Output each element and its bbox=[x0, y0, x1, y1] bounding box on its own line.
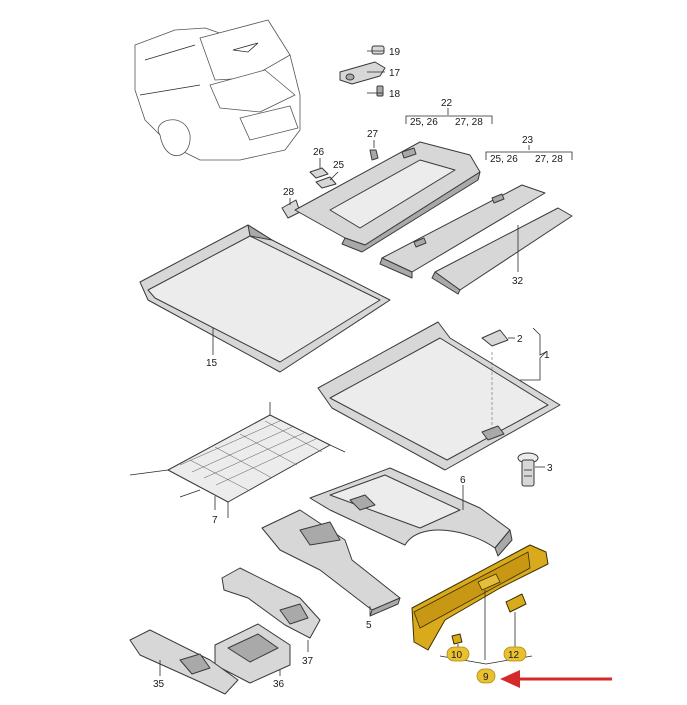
callout-36: 36 bbox=[273, 679, 285, 690]
luggage-net-7 bbox=[129, 402, 346, 518]
callout-23: 23 bbox=[522, 135, 534, 146]
shelf-strip-23 bbox=[379, 184, 546, 279]
bolt-3 bbox=[517, 452, 539, 487]
floor-cover-1 bbox=[317, 321, 561, 471]
callout-3: 3 bbox=[547, 463, 553, 474]
callout-2: 2 bbox=[517, 334, 523, 345]
callout-22-refs-a: 25, 26 bbox=[410, 117, 438, 128]
hook-assembly bbox=[339, 45, 386, 97]
callout-7: 7 bbox=[212, 515, 218, 526]
callout-6: 6 bbox=[460, 475, 466, 486]
callout-28: 28 bbox=[283, 187, 295, 198]
callout-35: 35 bbox=[153, 679, 165, 690]
floor-mat-15 bbox=[139, 224, 391, 373]
trunk-trim-9-highlighted bbox=[411, 544, 549, 651]
callout-25: 25 bbox=[333, 160, 345, 171]
callout-12-badge bbox=[503, 646, 527, 662]
pointer-arrow bbox=[500, 670, 612, 688]
callout-19: 19 bbox=[389, 47, 401, 58]
callout-37: 37 bbox=[302, 656, 314, 667]
callout-10: 10 bbox=[451, 650, 463, 661]
parcel-shelf-22 bbox=[294, 141, 481, 253]
callout-9: 9 bbox=[483, 672, 489, 683]
callout-9-badge bbox=[476, 668, 496, 684]
callout-labels: 19 17 18 22 25, 26 27, 28 27 23 25, 26 2… bbox=[153, 47, 563, 690]
callout-23-refs-b: 27, 28 bbox=[535, 154, 563, 165]
vehicle-illustration bbox=[134, 19, 301, 161]
callout-27: 27 bbox=[367, 129, 379, 140]
storage-tray-6 bbox=[309, 467, 513, 557]
bracket-37 bbox=[221, 567, 321, 639]
callout-17: 17 bbox=[389, 68, 401, 79]
rear-strip-32 bbox=[431, 207, 573, 295]
highlighted-callouts: 10 12 9 bbox=[446, 646, 527, 684]
callout-32: 32 bbox=[512, 276, 524, 287]
callout-22-refs-b: 27, 28 bbox=[455, 117, 483, 128]
callout-26: 26 bbox=[313, 147, 325, 158]
callout-1: 1 bbox=[544, 350, 550, 361]
callout-22: 22 bbox=[441, 98, 453, 109]
callout-5: 5 bbox=[366, 620, 372, 631]
callout-10-badge bbox=[446, 646, 470, 662]
callout-23-refs-a: 25, 26 bbox=[490, 154, 518, 165]
callout-15: 15 bbox=[206, 358, 218, 369]
bracket-35 bbox=[129, 629, 239, 695]
callout-12: 12 bbox=[508, 650, 520, 661]
small-clips bbox=[281, 149, 379, 219]
callout-18: 18 bbox=[389, 89, 401, 100]
side-rail-5 bbox=[261, 509, 401, 617]
